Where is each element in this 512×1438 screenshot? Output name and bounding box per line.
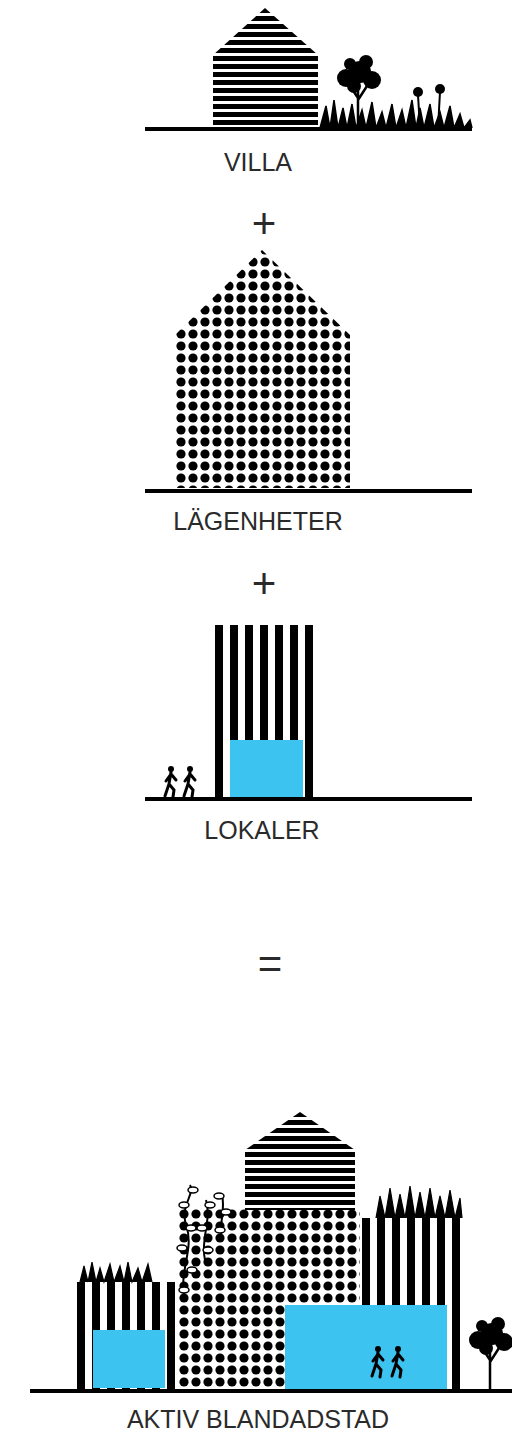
operator-sign: + (252, 563, 277, 605)
caption-label: LOKALER (204, 818, 319, 843)
caption-label: AKTIV BLANDADSTAD (127, 1407, 389, 1432)
operator-sign: = (258, 943, 283, 985)
operator-sign: + (252, 203, 277, 245)
caption-label: LÄGENHETER (173, 509, 342, 534)
caption-label: VILLA (224, 150, 292, 175)
